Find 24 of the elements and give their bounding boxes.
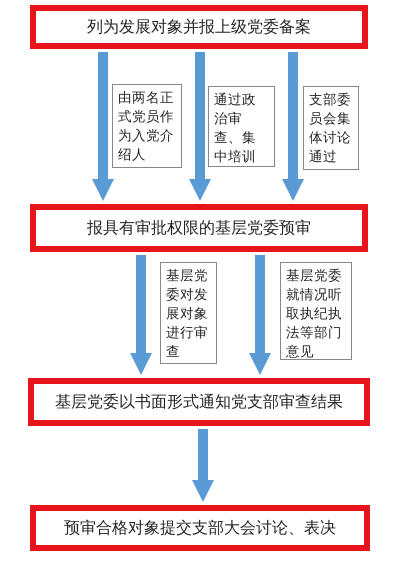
arrow	[92, 52, 114, 201]
note-box	[280, 262, 352, 360]
arrow	[192, 429, 214, 502]
node-text: 通过政治审查、集中培训	[214, 91, 257, 167]
node-text: 基层党委对发展对象进行审查	[166, 267, 209, 362]
node-text: 列为发展对象并报上级党委备案	[87, 16, 311, 38]
node-text: 由两名正式党员作为入党介绍人	[118, 89, 175, 165]
arrow	[249, 255, 271, 375]
process-box	[30, 204, 368, 252]
process-box	[28, 378, 370, 426]
node-text: 预审合格对象提交支部大会讨论、表决	[64, 518, 336, 538]
note-box	[160, 262, 217, 364]
arrow	[189, 52, 211, 201]
node-text: 报具有审批权限的基层党委预审	[87, 218, 311, 238]
node-text: 支部委员会集体讨论通过	[309, 91, 352, 167]
process-box	[30, 505, 370, 551]
note-box	[303, 86, 359, 170]
note-box	[112, 84, 182, 168]
node-text: 基层党委以书面形式通知党支部审查结果	[55, 392, 343, 412]
arrow	[130, 255, 152, 375]
node-text: 基层党委就情况听取执纪执法等部门意见	[286, 267, 343, 362]
arrow	[282, 52, 304, 201]
note-box	[208, 86, 275, 167]
process-box	[30, 5, 368, 49]
